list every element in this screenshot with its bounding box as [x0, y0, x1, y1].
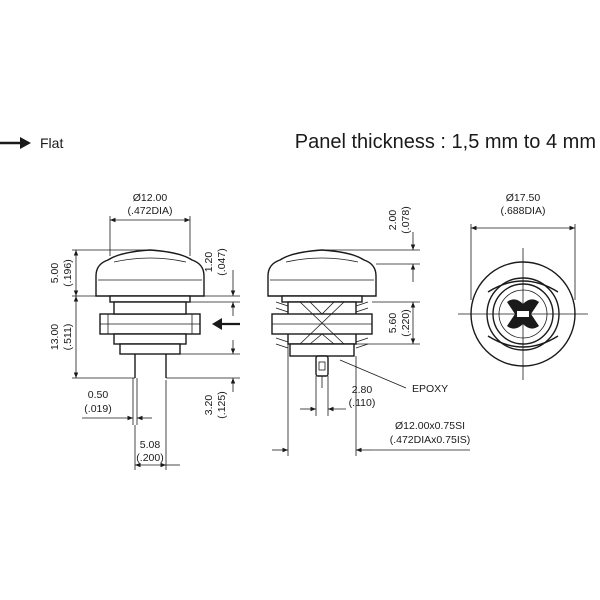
pin-pitch-mm: 5.08	[140, 439, 161, 451]
flat-legend-label: Flat	[40, 135, 63, 151]
front-view	[95, 249, 205, 378]
terminal-width-in: (.110)	[349, 397, 376, 409]
front-dimensions: Ø12.00 (.472DIA) 5.00 (.196) 13.00 (.511…	[49, 192, 240, 470]
side-dimensions: 2.00 (.078) 5.60 (.220) 2.80 (.110) EPOX…	[272, 206, 470, 456]
thread-spec-mm: Ø12.00x0.75SI	[395, 420, 465, 432]
pin-pitch-in: (.200)	[136, 452, 163, 464]
front-diameter-mm: Ø12.00	[133, 192, 168, 204]
top-view	[458, 248, 588, 380]
panel-thickness-note: Panel thickness : 1,5 mm to 4 mm	[295, 131, 596, 153]
flat-indicator-arrow-icon	[212, 318, 222, 330]
nut-height-in: (.220)	[400, 309, 412, 336]
flat-legend: Flat	[0, 135, 63, 151]
pin-length-mm: 3.20	[203, 395, 215, 416]
pin-width-in: (.019)	[84, 403, 111, 415]
top-height-mm: 2.00	[387, 210, 399, 231]
top-height-in: (.078)	[400, 206, 412, 233]
bezel-height-mm: 1.20	[203, 252, 215, 273]
cap-height-in: (.196)	[62, 259, 74, 286]
arrow-icon	[20, 137, 31, 149]
top-dimensions: Ø17.50 (.688DIA)	[470, 192, 576, 300]
pin-width-mm: 0.50	[88, 389, 109, 401]
top-diameter-mm: Ø17.50	[506, 192, 541, 204]
terminal-width-mm: 2.80	[352, 384, 373, 396]
body-height-in: (.511)	[62, 324, 74, 351]
nut-height-mm: 5.60	[387, 313, 399, 334]
front-diameter-in: (.472DIA)	[128, 205, 173, 217]
switch-symbol-icon	[507, 299, 539, 329]
bezel-height-in: (.047)	[216, 248, 228, 275]
thread-spec-in: (.472DIAx0.75IS)	[390, 434, 471, 446]
body-height-mm: 13.00	[49, 324, 61, 350]
side-view	[267, 249, 377, 388]
top-diameter-in: (.688DIA)	[501, 205, 546, 217]
epoxy-label: EPOXY	[412, 383, 448, 395]
pin-length-in: (.125)	[216, 391, 228, 418]
cap-height-mm: 5.00	[49, 263, 61, 284]
